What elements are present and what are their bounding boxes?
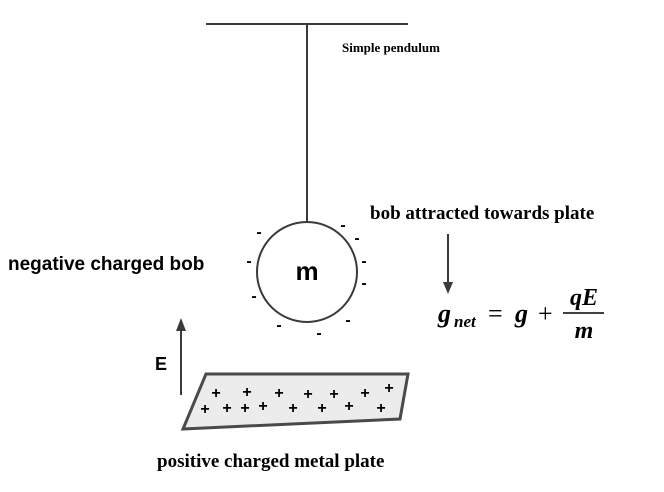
bob-charge: -	[340, 217, 345, 234]
plate-charge: +	[211, 385, 220, 402]
equation-plus: +	[538, 299, 553, 328]
bob-attracted-label: bob attracted towards plate	[370, 203, 594, 224]
plate-charge: +	[242, 384, 251, 401]
bob-charge: -	[361, 253, 366, 270]
plate-positive-charges: + + + + + + + + + + + + + + +	[200, 380, 393, 418]
pendulum-title: Simple pendulum	[342, 40, 440, 55]
plate-charge: +	[384, 380, 393, 397]
bob-charge: -	[354, 230, 359, 247]
plate-charge: +	[288, 400, 297, 417]
bob-negative-charges: - - - - - - - - - -	[246, 217, 366, 342]
field-arrowhead	[176, 318, 186, 331]
bob-charge: -	[345, 312, 350, 329]
pendulum-bob	[256, 221, 358, 323]
equation-lhs-symbol: g	[437, 299, 451, 328]
bob-charge: -	[256, 224, 261, 241]
plate-charge: +	[303, 386, 312, 403]
attraction-arrowhead	[443, 282, 453, 294]
plate-charge: +	[274, 385, 283, 402]
plate-charge: +	[317, 400, 326, 417]
plate-charge: +	[258, 398, 267, 415]
plate-charge: +	[360, 385, 369, 402]
bob-charge: -	[246, 253, 251, 270]
bob-mass-label: m	[295, 256, 318, 286]
equation-numerator: qE	[570, 285, 598, 311]
metal-plate	[180, 372, 410, 431]
bob-charge: -	[316, 325, 321, 342]
plate-charge: +	[240, 400, 249, 417]
plate-charge: +	[222, 400, 231, 417]
plate-charge: +	[376, 400, 385, 417]
equation-lhs-subscript: net	[454, 312, 477, 331]
bob-charge: -	[276, 317, 281, 334]
negative-bob-label: negative charged bob	[8, 254, 204, 275]
bob-charge: -	[361, 275, 366, 292]
field-label: E	[155, 354, 167, 374]
equation-denominator: m	[575, 318, 594, 344]
equation-equals: =	[488, 299, 503, 328]
bob-charge: -	[251, 288, 256, 305]
plate-label: positive charged metal plate	[157, 451, 384, 472]
plate-charge: +	[344, 398, 353, 415]
net-gravity-equation: g net = g + qE m	[437, 285, 604, 344]
equation-g: g	[514, 299, 528, 328]
plate-charge: +	[329, 386, 338, 403]
plate-charge: +	[200, 401, 209, 418]
